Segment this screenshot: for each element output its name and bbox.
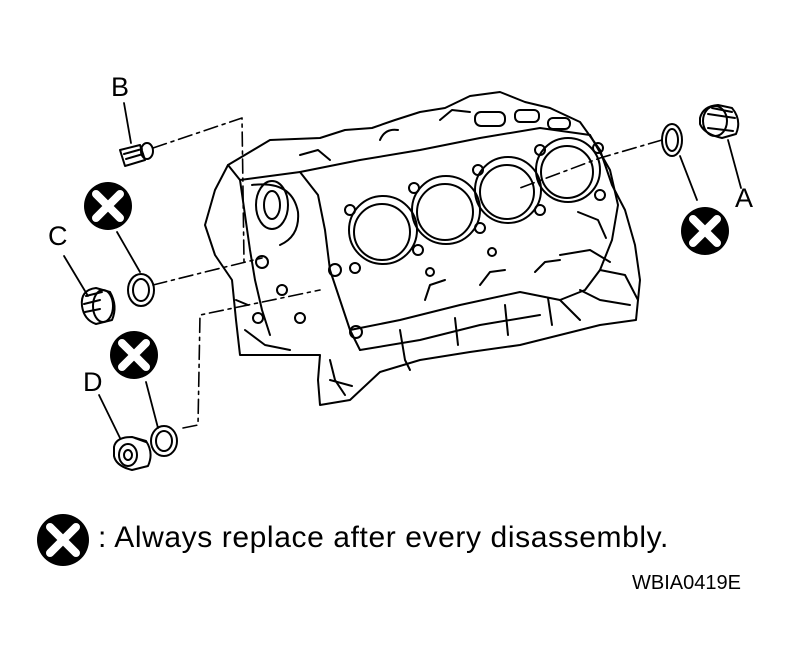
cylinder-block — [204, 91, 641, 406]
plug-b — [119, 142, 154, 167]
figure-code: WBIA0419E — [632, 572, 741, 594]
plug-c — [80, 287, 116, 325]
replace-symbol-c — [84, 182, 132, 230]
washer-d — [150, 425, 178, 457]
alignment-lines — [152, 117, 663, 429]
x-circle-icon — [37, 514, 89, 566]
legend-text: : Always replace after every disassembly… — [98, 521, 669, 554]
washer-a — [661, 123, 683, 157]
replace-symbol-a — [681, 207, 729, 255]
washers — [127, 123, 683, 457]
replace-symbol-d — [110, 331, 158, 379]
callout-b: B — [111, 72, 130, 102]
leader-lines — [63, 102, 742, 439]
callout-c: C — [48, 221, 68, 251]
callout-a: A — [735, 183, 754, 213]
callout-d: D — [83, 367, 103, 397]
plug-a — [699, 104, 740, 139]
plug-d — [113, 436, 152, 471]
washer-c — [127, 273, 155, 307]
